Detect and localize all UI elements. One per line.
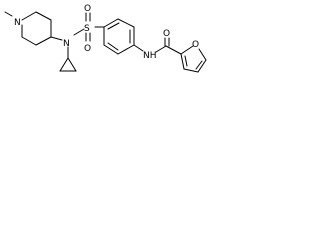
bond-pip-c2-c3	[35, 11, 52, 21]
atom-oxygen-top-label: O	[84, 4, 91, 14]
bond-benz-4	[117, 44, 135, 55]
atom-oxygen-furan-label: O	[192, 40, 199, 50]
bond-furan-2	[198, 48, 207, 61]
bond-furan-5	[180, 53, 185, 70]
atom-nh-label: NH	[143, 51, 157, 61]
bond-benz-inner-3	[107, 42, 119, 51]
bond-carbonyl-furan	[165, 45, 182, 55]
bond-furan-1	[180, 45, 194, 55]
bond-pip-c5-c6	[21, 36, 37, 46]
bond-c4-n	[50, 36, 63, 41]
bond-benz-2	[117, 18, 135, 28]
bond-cyclopropyl-c	[67, 57, 77, 72]
bond-furan-inner-2	[184, 55, 188, 67]
bond-pip-n-c2	[21, 11, 37, 21]
bond-nh-carbonyl	[155, 45, 167, 53]
bond-pip-c4-c5	[35, 36, 52, 46]
bond-phenyl-nh	[133, 44, 144, 52]
bond-n-s	[73, 28, 85, 36]
atom-sulfur-label: S	[84, 24, 90, 34]
chemical-structure: N N S O O NH O O	[4, 4, 207, 73]
atom-n-methyl-label: N	[14, 18, 21, 28]
atom-oxygen-carbonyl-label: O	[163, 29, 170, 39]
bond-furan-3	[197, 59, 207, 73]
bond-benz-1	[103, 18, 119, 28]
bond-benz-inner-1	[107, 22, 120, 30]
bond-furan-4	[183, 68, 199, 73]
bond-furan-inner-1	[195, 60, 203, 70]
bond-benz-5	[103, 44, 119, 55]
atom-oxygen-bottom-label: O	[84, 44, 91, 54]
atom-n-sulfonamide-label: N	[63, 39, 70, 49]
bond-methyl-n	[4, 11, 13, 17]
bond-cyclopropyl-a	[59, 57, 69, 72]
